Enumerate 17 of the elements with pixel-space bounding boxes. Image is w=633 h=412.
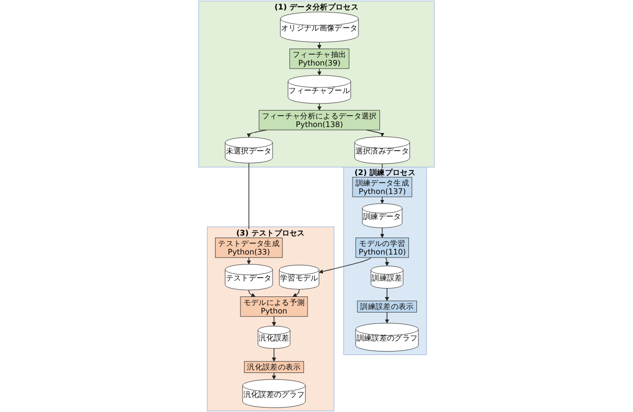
arrow [317, 103, 322, 110]
arrow [272, 348, 276, 362]
arrow [248, 290, 256, 297]
arrow [318, 257, 372, 274]
arrow [246, 130, 268, 138]
arrow [384, 312, 390, 324]
arrow [317, 68, 322, 76]
arrow [292, 288, 300, 297]
arrow [380, 196, 384, 204]
arrow [384, 257, 390, 266]
arrow [272, 372, 276, 380]
arrow [366, 130, 384, 137]
arrow [384, 288, 390, 302]
arrow [272, 316, 276, 326]
arrow [246, 257, 251, 264]
arrow [380, 227, 384, 238]
arrow [317, 42, 322, 50]
